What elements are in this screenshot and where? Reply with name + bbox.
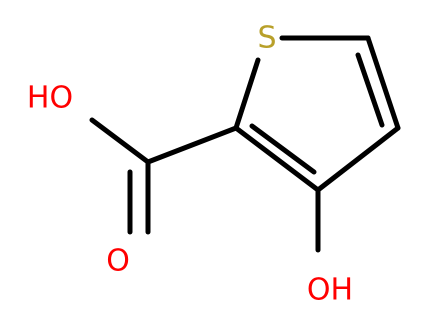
hydroxyl-ring-label: OH [307,273,353,308]
bond-c2-s [233,57,261,131]
bond-c2-cooh [145,125,239,165]
bond-c4-c3 [315,125,401,193]
hydroxyl-acid-label: HO [27,81,73,116]
carbonyl-oxygen-label: O [106,244,130,279]
bond-c5-c4 [365,35,401,131]
sulfur-atom-label: S [257,21,276,56]
bond-c3-c2 [233,125,321,193]
bond-c5-c4-inner [355,52,385,128]
bond-cooh-oh [89,117,151,165]
bond-c3-c2-inner [249,123,317,175]
